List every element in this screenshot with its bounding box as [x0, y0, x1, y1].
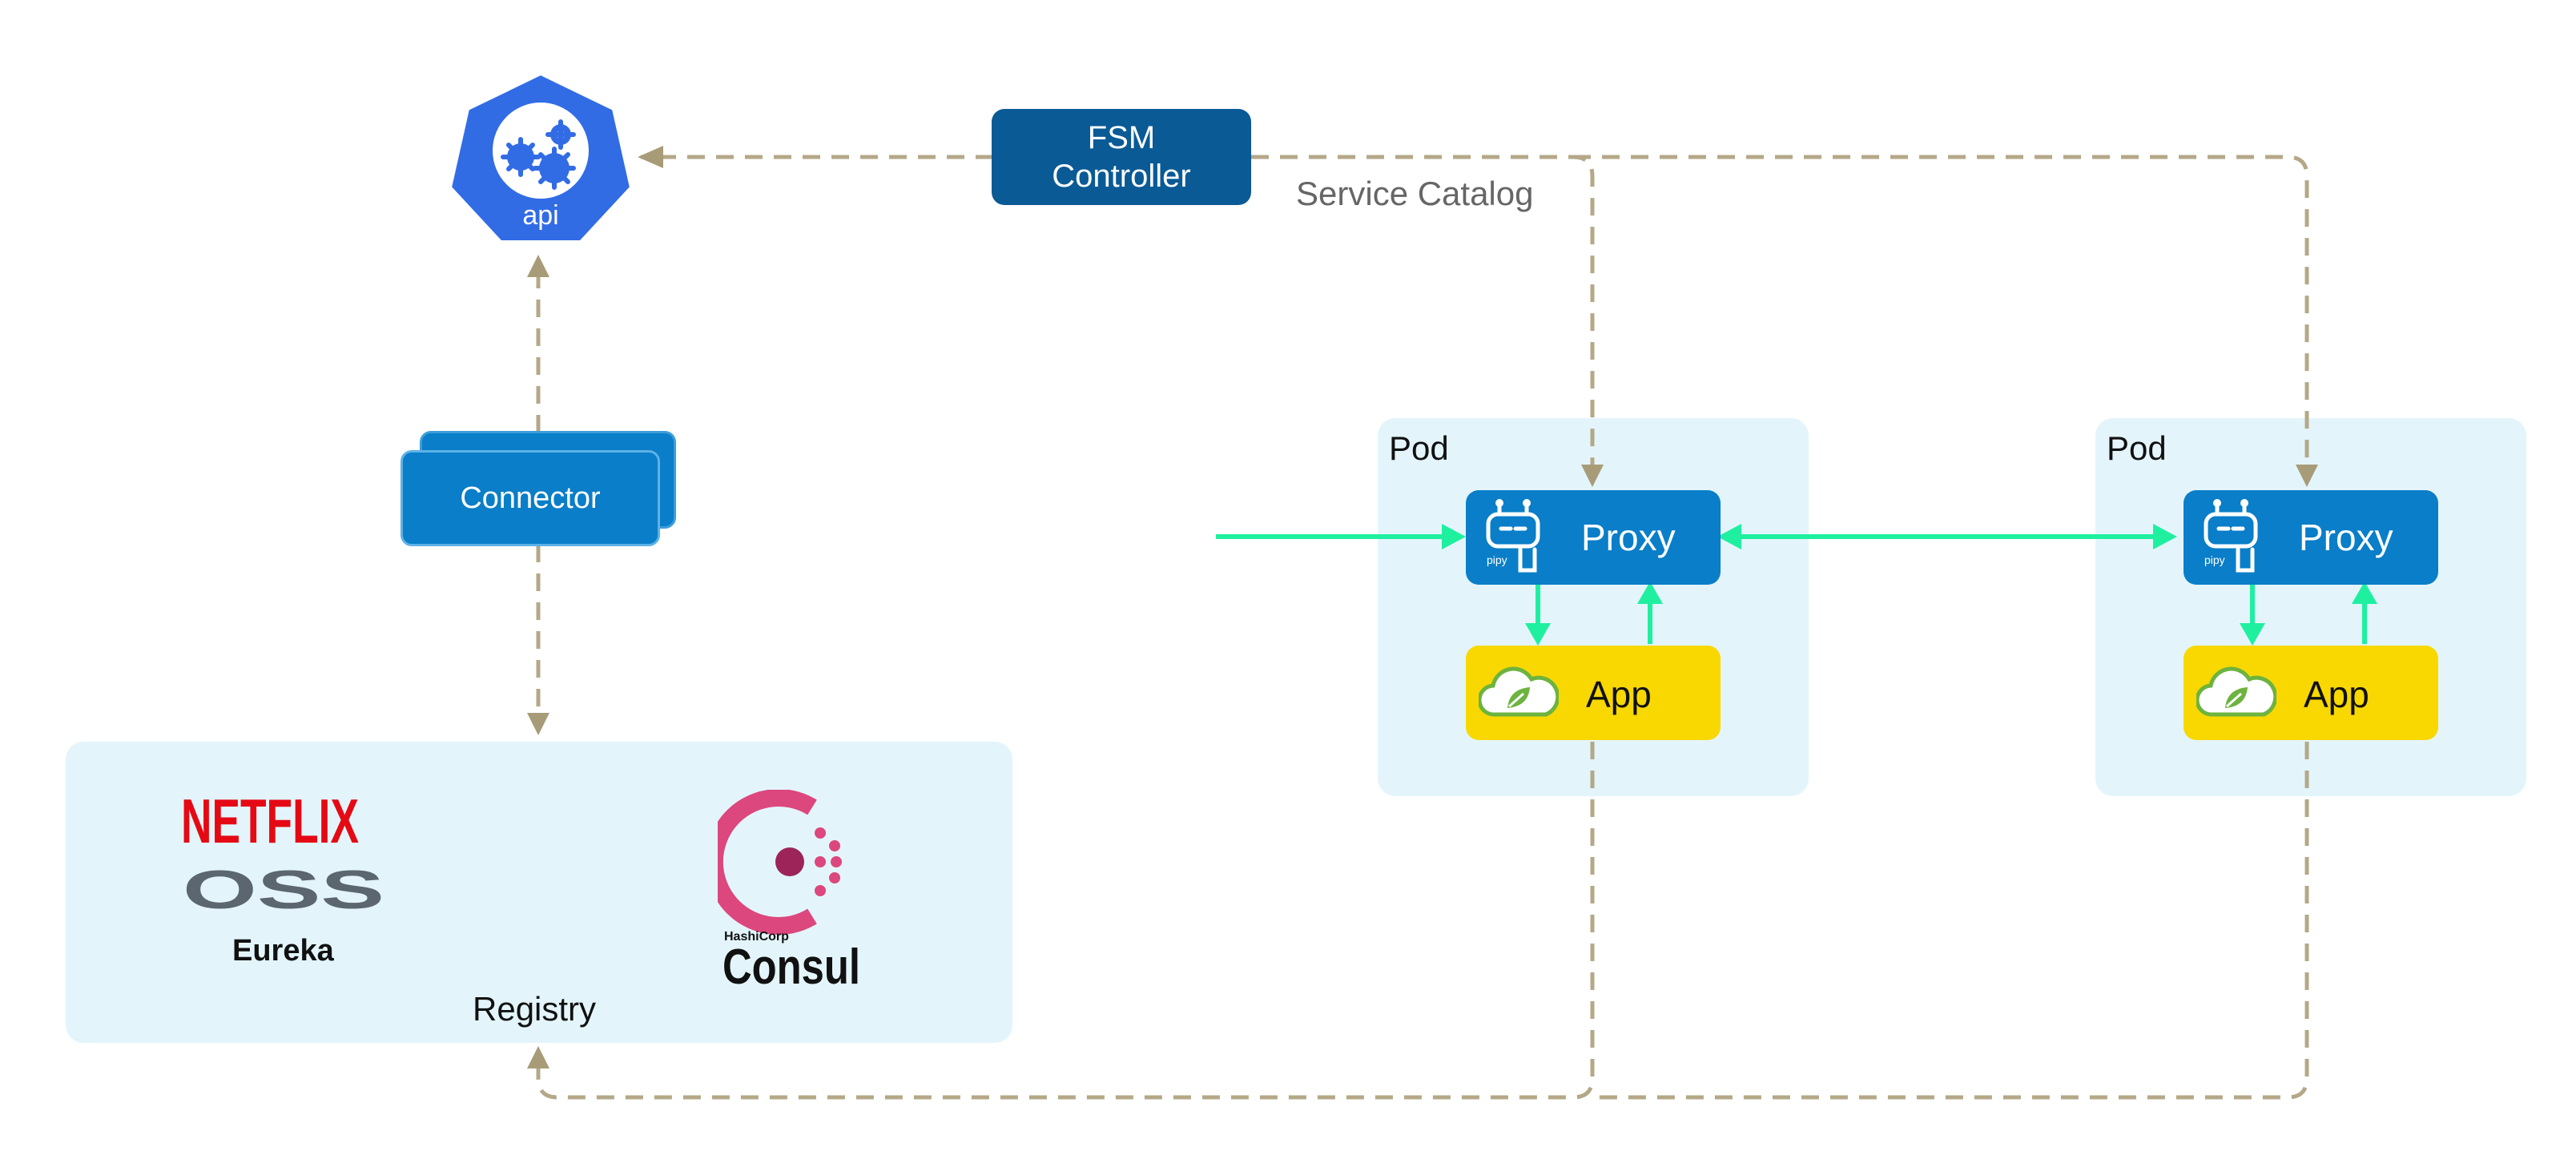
- pod-1-label: Pod: [1389, 429, 1449, 467]
- arrowhead-api-up: [527, 255, 549, 277]
- pod-1-proxy-icon-text: pipy: [1487, 553, 1507, 566]
- pod-1-proxy-label: Proxy: [1581, 517, 1676, 558]
- pod-2-proxy-label: Proxy: [2299, 517, 2393, 558]
- consul-logo: HashiCorp Consul: [718, 790, 860, 990]
- arrowhead-proxy2-left: [1717, 524, 1741, 549]
- arrowhead-proxy2-right: [2153, 524, 2177, 549]
- catalog-line-top-right: [1573, 155, 2309, 469]
- registry-panel: [66, 742, 1012, 1043]
- oss-logo: OSS: [183, 868, 384, 911]
- consul-text: Consul: [722, 940, 860, 990]
- hashicorp-text: HashiCorp: [724, 930, 789, 944]
- fsm-controller-box[interactable]: FSM Controller: [992, 109, 1251, 205]
- spring-cloud-icon: [1479, 666, 1559, 717]
- pipy-robot-icon: pipy: [2204, 499, 2258, 573]
- kubernetes-api-icon[interactable]: api: [449, 69, 633, 247]
- fsm-controller-line2: Controller: [1052, 159, 1191, 194]
- service-catalog-label: Service Catalog: [1296, 175, 1534, 212]
- oss-logo-text: OSS: [183, 868, 384, 911]
- pod-2-proxy-box[interactable]: [2184, 490, 2438, 585]
- arrowhead-pod1-proxy: [1581, 465, 1604, 487]
- arrowhead-pod1-down: [1525, 623, 1551, 646]
- arrowhead-ingress: [1442, 524, 1466, 549]
- arrowhead-pod1-up: [1637, 582, 1663, 604]
- arrowhead-registry-up: [527, 1046, 549, 1068]
- spring-cloud-icon: [2196, 666, 2276, 717]
- connector-label: Connector: [460, 481, 601, 515]
- arrowhead-pod2-proxy: [2296, 465, 2318, 487]
- arrowhead-pod2-up: [2352, 582, 2377, 604]
- catalog-line-pod1-down: [536, 742, 1595, 1100]
- netflix-logo-text: NETFLIX: [181, 790, 359, 851]
- pipy-robot-icon: pipy: [1486, 499, 1540, 573]
- pod-2-proxy-icon-text: pipy: [2204, 553, 2225, 566]
- pod-1-proxy-box[interactable]: [1466, 490, 1721, 585]
- pod-2-app-label: App: [2304, 674, 2369, 715]
- eureka-label: Eureka: [232, 934, 334, 968]
- api-label: api: [522, 200, 558, 231]
- pod-1-app-label: App: [1586, 674, 1652, 715]
- registry-label: Registry: [473, 990, 597, 1028]
- arrowhead-registry-down: [527, 713, 549, 735]
- arrowhead-api-left: [638, 146, 663, 168]
- connector-box[interactable]: Connector: [400, 450, 660, 546]
- arrowhead-pod2-down: [2240, 623, 2265, 646]
- fsm-controller-line1: FSM: [1087, 120, 1156, 155]
- pod-2-label: Pod: [2107, 429, 2167, 467]
- catalog-line-pod2-down: [1592, 742, 2309, 1100]
- netflix-logo: NETFLIX: [181, 790, 359, 851]
